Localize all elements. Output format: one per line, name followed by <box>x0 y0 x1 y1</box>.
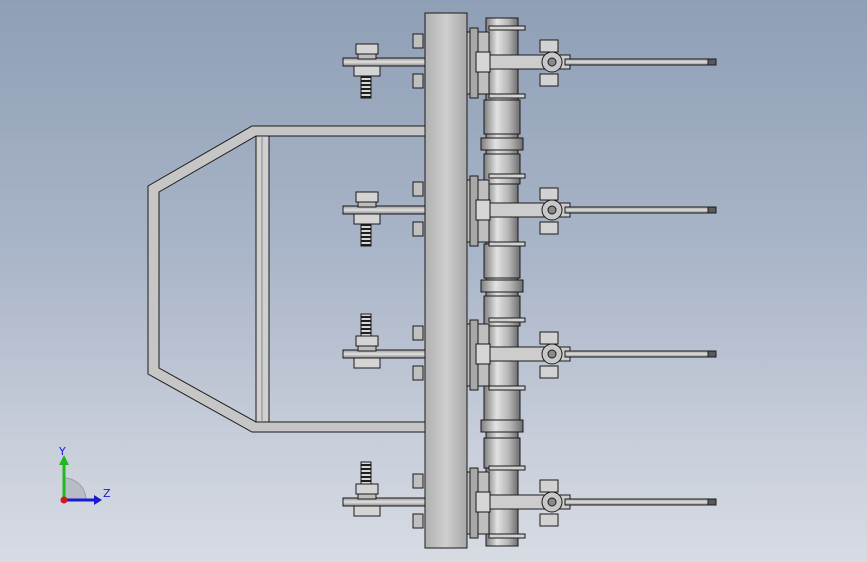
triad-z-label: Z <box>103 487 111 500</box>
view-triad: Y Z <box>58 445 111 505</box>
handle-frame <box>147 125 426 433</box>
tine-assembly-1 <box>342 25 717 99</box>
tine-assembly-3 <box>342 313 717 391</box>
mounting-plate <box>424 12 468 549</box>
triad-y-label: Y <box>58 445 66 458</box>
main-shaft <box>480 17 524 547</box>
tine-assembly-4 <box>342 461 717 539</box>
tine-assembly-2 <box>342 173 717 247</box>
